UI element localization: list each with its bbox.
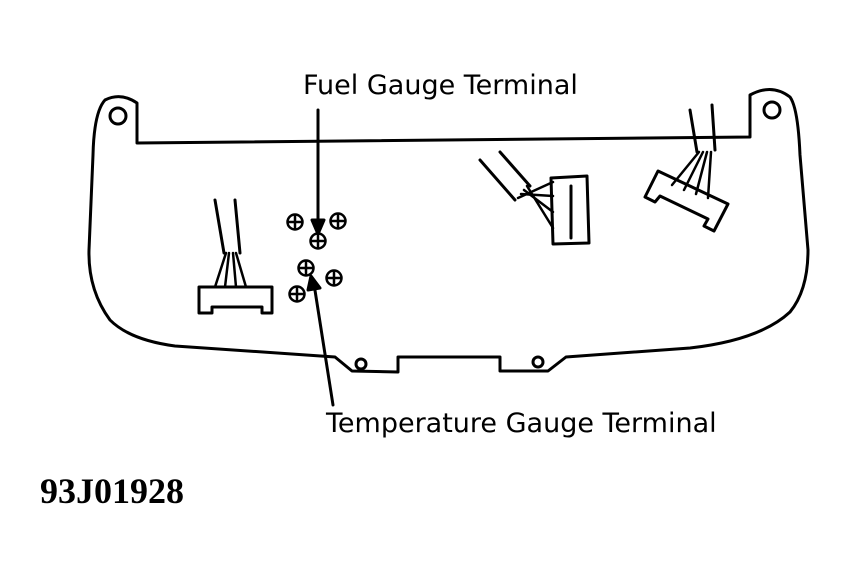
temperature-gauge-terminal-label: Temperature Gauge Terminal — [326, 408, 717, 439]
figure-id: 93J01928 — [40, 471, 184, 511]
left-connector — [197, 198, 274, 315]
bottom-hole-left — [354, 357, 368, 371]
terminal-screw-6 — [288, 285, 306, 303]
temperature-gauge-leader-arrow — [306, 274, 335, 407]
fuel-gauge-terminal-screw — [309, 232, 327, 250]
middle-connector — [478, 150, 591, 246]
mounting-hole-left — [108, 106, 128, 126]
fuel-gauge-terminal-label: Fuel Gauge Terminal — [303, 70, 578, 101]
terminal-screw-2 — [329, 212, 347, 230]
temperature-gauge-terminal-screw — [297, 259, 315, 277]
bottom-hole-right — [531, 355, 545, 369]
terminal-group — [286, 212, 347, 303]
cluster-housing-outline — [87, 88, 810, 374]
mounting-hole-right — [762, 100, 782, 120]
right-connector — [643, 103, 730, 233]
terminal-screw-1 — [286, 213, 304, 231]
terminal-screw-5 — [325, 269, 343, 287]
fuel-gauge-leader-arrow — [310, 108, 326, 236]
